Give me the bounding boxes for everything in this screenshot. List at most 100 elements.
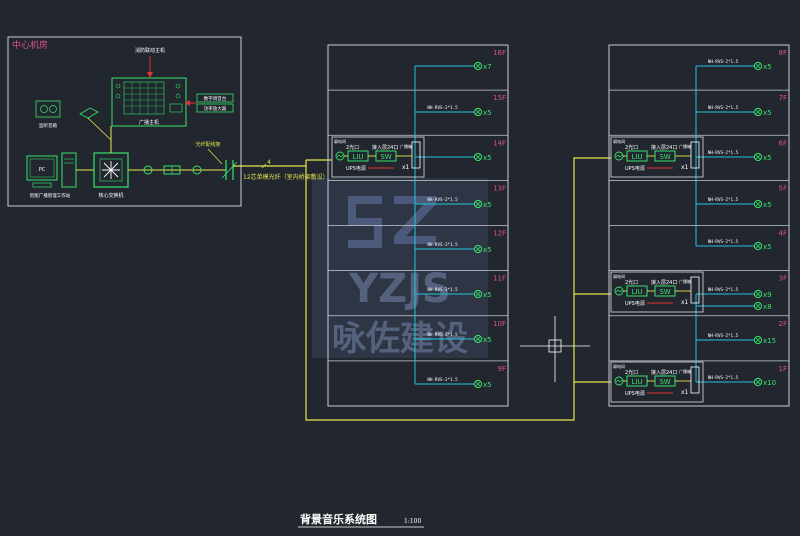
watermark-panel [312,178,488,358]
speaker-cross [475,201,481,207]
speaker-icon [473,107,483,117]
tower-b-floor-lines [609,89,789,362]
liu-label: LIU [631,153,642,161]
speaker-icon [753,199,763,209]
cabinet-side-label: 广播箱 [679,368,691,374]
speaker-icon [473,334,483,344]
speaker-icon [753,241,763,251]
speaker-icon [473,199,483,209]
floor-label: 16F [493,49,506,57]
speaker-icon [753,152,763,162]
broadcast-host-frame [111,77,187,127]
speaker-count: x5 [483,109,492,117]
cabinet-port-label: 2光口 [625,369,638,376]
speaker-count: x5 [763,154,772,162]
speaker-cross [475,109,481,115]
mixer-panel-label: 数字调音台 [204,95,227,102]
cable-label: NH-RVS-2*1.5 [427,105,458,110]
trunk-count: 4 [267,159,271,166]
speaker-cross [475,336,481,342]
speaker-icon [473,379,483,389]
sw-label: SW [659,288,670,296]
center-room-frame [7,36,242,207]
cabinet-side-label: 广播箱 [679,143,691,149]
knob-icon [115,93,121,99]
speaker-label: 监听音箱 [39,122,57,129]
floor-label: 15F [493,94,506,102]
cable-label: NH-RVS-2*1.5 [708,375,739,380]
speaker-icon [753,335,763,345]
speaker-box-icon [35,100,61,118]
speaker-cross [755,63,761,69]
cable-label: NH-RVS-2*1.5 [708,239,739,244]
speaker-cross [475,154,481,160]
tower-case-icon [61,152,77,188]
mixer-panel: 数字调音台 功率放大器 [185,93,234,113]
cabinet-layer-label: 接入层24口 [372,144,398,151]
monitor-screen [29,158,55,178]
core-switch-inner [99,158,123,182]
sw-label: SW [380,153,391,161]
cabinet-qty: x1 [681,299,689,306]
speaker-count: x5 [483,201,492,209]
converter-wave [615,379,623,383]
center-room-title: 中心机房 [12,39,48,51]
sw-label: SW [659,378,670,386]
cabinet-frame [610,361,704,403]
mixer-panel-frame [196,93,234,103]
converter-wave [615,154,623,158]
tower-a-floor-lines [328,89,508,362]
knob-icon [115,83,121,89]
cable-label: NH-RVS-2*1.5 [427,332,458,337]
cabinet-ups-label: UPS电源 [625,390,645,397]
cabinet-port-label: 2光口 [625,144,638,151]
speaker-cross [755,154,761,160]
cabinet-frame [610,271,704,313]
monitor-speakers: 监听音箱 [35,100,99,129]
speaker-icon [473,244,483,254]
trunk: 4 12芯单模光纤（室内桥架敷设） [221,157,611,421]
fiber-leader [207,148,223,165]
cable-label: NH-RVS-2*1.5 [427,287,458,292]
speaker-cross [475,246,481,252]
switch-arrows-icon [102,161,120,179]
crosshair-cursor-icon[interactable] [520,316,590,382]
floor-label: 8F [779,49,787,57]
floor-label: 2F [779,320,787,328]
cabinet-port-label: 2光口 [625,279,638,286]
floor-label: 6F [779,139,787,147]
converter-wave [336,154,344,158]
center-room: 中心机房 消防联动主机 广播主机 数字调音台 [7,36,242,207]
knob-icon [175,83,181,89]
cable-label: NH-RVS-2*1.5 [427,197,458,202]
speaker-icon [753,107,763,117]
speaker-cross [755,243,761,249]
speaker-count: x5 [763,243,772,251]
drawing-title: 背景音乐系统图 1:100 [298,512,424,528]
speaker-count: x5 [763,63,772,71]
cabinet-side-label: 广播箱 [679,278,691,284]
speaker-icon [473,61,483,71]
liu-label: LIU [631,288,642,296]
cable-label: NH-RVS-2*1.5 [427,242,458,247]
monitor-icon [26,155,58,181]
tower-b-branches: x5NH-RVS-2*1.5x5NH-RVS-2*1.5x5NH-RVS-2*1… [696,59,776,387]
sw-label: SW [659,153,670,161]
speaker-count: x15 [763,337,776,345]
floor-label: 5F [779,184,787,192]
cabinet-ups-label: UPS电源 [625,300,645,307]
cabinet-qty: x1 [681,389,689,396]
host-port-icon [169,103,183,113]
broadcast-host: 广播主机 [111,77,187,127]
mic-link-line [87,117,112,141]
speaker-cross [475,381,481,387]
core-switch-label: 核心交换机 [98,192,123,199]
